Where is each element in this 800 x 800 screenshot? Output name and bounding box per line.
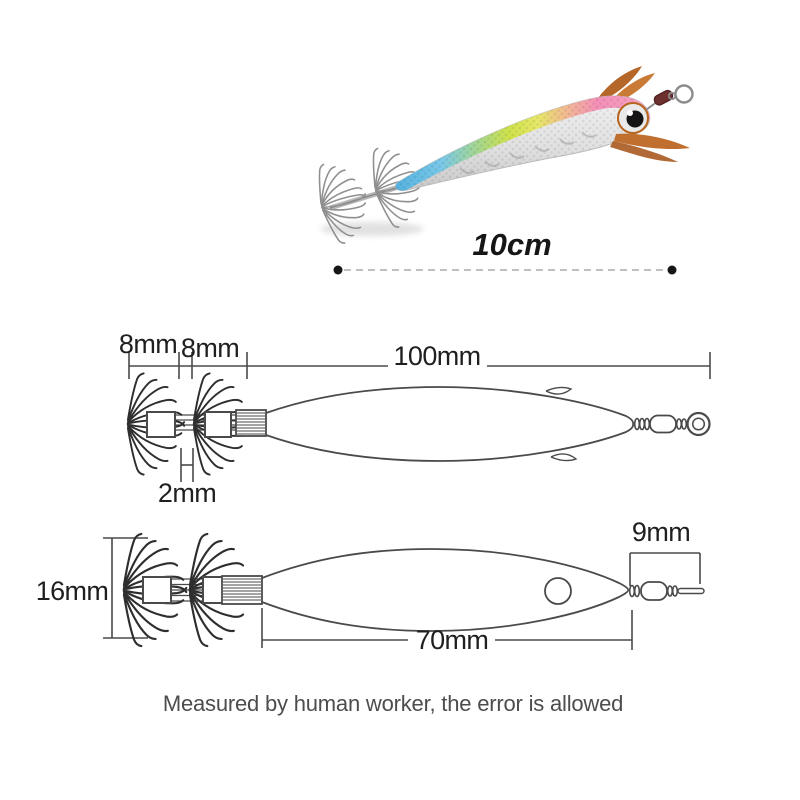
body-outline xyxy=(265,386,635,462)
head-feathers-top xyxy=(598,66,655,103)
tail-hooks xyxy=(310,139,432,248)
hook-gap-label: 2mm xyxy=(157,478,217,508)
bottom-line-diagram xyxy=(103,532,705,650)
diagram-swivel xyxy=(633,411,711,437)
photo-shadow xyxy=(320,222,424,236)
dim-16mm-line xyxy=(103,537,148,639)
hook-hub xyxy=(142,576,172,604)
hook-hub xyxy=(204,411,232,438)
hook-height-label: 16mm xyxy=(35,576,109,606)
length-dotted-line xyxy=(333,265,677,275)
dim-100mm-line xyxy=(128,352,711,379)
dot-right xyxy=(667,265,677,275)
striped-collar xyxy=(235,409,267,437)
top-line-diagram xyxy=(126,352,711,482)
swivel-length-label: 9mm xyxy=(631,517,691,547)
striped-collar xyxy=(221,575,263,605)
hook2-width-label: 8mm xyxy=(180,333,240,363)
head-feathers-side xyxy=(610,133,690,162)
photo-swivel xyxy=(645,84,694,111)
lure-photo xyxy=(310,66,694,248)
body-outline xyxy=(261,548,629,632)
lure-body xyxy=(395,95,651,191)
swivel-pin xyxy=(677,587,705,595)
dim-70mm-line xyxy=(261,608,633,650)
diagram-swivel xyxy=(628,581,705,601)
hook1-width-label: 8mm xyxy=(118,329,178,359)
dot-left xyxy=(333,265,343,275)
photo-length-label: 10cm xyxy=(472,227,552,262)
dim-2mm-line xyxy=(180,448,194,482)
body-length-label: 70mm xyxy=(415,625,489,655)
lure-eye xyxy=(617,102,649,134)
dim-9mm-line xyxy=(629,552,701,586)
scale-texture xyxy=(395,96,650,191)
overall-length-label: 100mm xyxy=(393,341,481,371)
hook-hub xyxy=(146,411,176,438)
measurement-disclaimer: Measured by human worker, the error is a… xyxy=(162,691,624,716)
body-eye-hole xyxy=(544,577,572,605)
rib-marks xyxy=(459,131,597,174)
photo-ring xyxy=(674,84,694,104)
diagram-ring xyxy=(686,411,711,437)
